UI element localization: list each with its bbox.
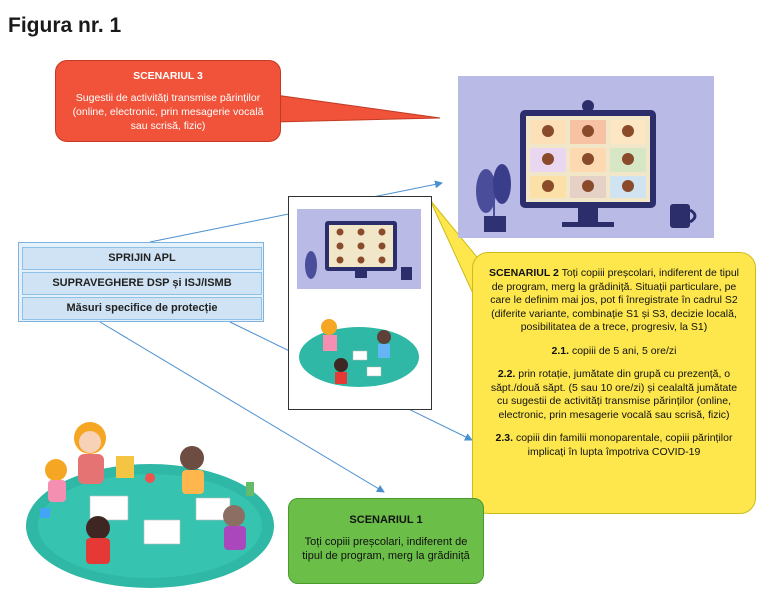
scenariul3-box: SCENARIUL 3 Sugestii de activități trans…	[55, 60, 281, 142]
children-playing-icon	[299, 319, 419, 387]
support-item-masuri: Măsuri specifice de protecție	[22, 297, 262, 320]
item-number: 2.1.	[551, 344, 570, 357]
scenariul2-title: SCENARIUL 2	[489, 267, 559, 279]
scenariul3-tail	[274, 94, 441, 123]
scenariul3-title: SCENARIUL 3	[133, 70, 203, 82]
scenariul2-intro: Toți copiii preșcolari, indiferent de ti…	[490, 267, 739, 333]
item-text: copiii de 5 ani, 5 ore/zi	[571, 344, 677, 357]
item-text: prin rotație, jumătate din grupă cu prez…	[490, 368, 738, 421]
scenariul1-title: SCENARIUL 1	[349, 514, 423, 526]
support-box: SPRIJIN APL SUPRAVEGHERE DSP și ISJ/ISMB…	[18, 242, 264, 322]
support-item-dsp: SUPRAVEGHERE DSP și ISJ/ISMB	[22, 272, 262, 295]
arrow-to-s1	[99, 321, 385, 493]
scenariul2-item-1: 2.1. copiii de 5 ani, 5 ore/zi	[485, 345, 743, 359]
video-conference-icon	[458, 76, 714, 238]
figure-title: Figura nr. 1	[8, 14, 122, 37]
scenariul2-image-frame	[288, 196, 432, 410]
scenariul2-intro-paragraph: SCENARIUL 2 Toți copiii preșcolari, indi…	[485, 267, 743, 335]
item-number: 2.3.	[495, 432, 514, 444]
support-item-apl: SPRIJIN APL	[22, 247, 262, 270]
scenariul1-box: SCENARIUL 1 Toți copiii preșcolari, indi…	[288, 498, 484, 584]
scenariul2-item-3: 2.3. copiii din familii monoparentale, c…	[485, 432, 743, 459]
scenariul2-box: SCENARIUL 2 Toți copiii preșcolari, indi…	[472, 252, 756, 514]
children-playing-icon	[20, 398, 278, 594]
scenariul2-item-2: 2.2. prin rotație, jumătate din grupă cu…	[485, 368, 743, 422]
item-number: 2.2.	[497, 368, 516, 380]
scenariul3-text: Sugestii de activități transmise părinți…	[72, 92, 264, 132]
item-text: copiii din familii monoparentale, copiii…	[515, 432, 733, 458]
scenariul1-text: Toți copiii preșcolari, indiferent de ti…	[302, 536, 470, 562]
video-conference-icon	[297, 209, 421, 289]
